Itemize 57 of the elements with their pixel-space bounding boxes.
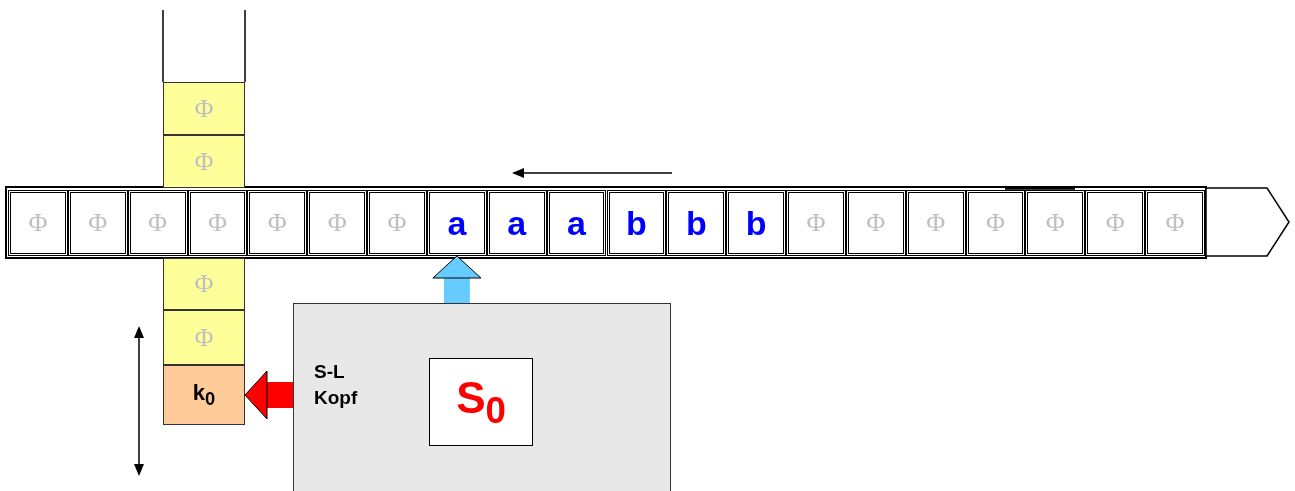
tape-symbol: Φ bbox=[387, 208, 407, 238]
tape-symbol: b bbox=[626, 203, 647, 243]
tape-symbol: Φ bbox=[88, 208, 108, 238]
tape-cell bbox=[965, 190, 1026, 256]
tape-cell bbox=[367, 190, 427, 256]
tape-symbol: Φ bbox=[1165, 208, 1185, 238]
tape-cell bbox=[786, 190, 846, 256]
stack-cell bbox=[163, 258, 245, 310]
tape-symbol: a bbox=[507, 203, 527, 243]
tape-symbol: a bbox=[447, 203, 467, 243]
stack-cell bbox=[163, 365, 245, 425]
arrow bbox=[432, 255, 482, 303]
tape-cell bbox=[426, 190, 487, 256]
tape-symbol: b bbox=[745, 203, 767, 243]
stack-symbol: k$_{0}$ bbox=[192, 379, 216, 411]
stack-cell bbox=[163, 82, 245, 135]
tape-cell bbox=[1085, 190, 1146, 256]
tape-symbol: Φ bbox=[267, 208, 287, 238]
tape-cell bbox=[187, 190, 248, 256]
tape-cell bbox=[1145, 190, 1205, 256]
head-label: S-L Kopf bbox=[314, 360, 359, 410]
tape-cell bbox=[1025, 190, 1086, 256]
tape-cell bbox=[8, 190, 68, 256]
tape-cell bbox=[666, 190, 727, 256]
state-label: S$_{0}$ bbox=[456, 372, 506, 432]
tape-cell bbox=[486, 190, 547, 256]
stack-symbol: Φ bbox=[194, 269, 214, 299]
tape-end bbox=[1205, 187, 1290, 257]
state-box bbox=[429, 358, 533, 446]
tape-symbol: b bbox=[685, 203, 707, 243]
tape-cell bbox=[606, 190, 667, 256]
stack-symbol: Φ bbox=[194, 322, 214, 353]
tape-symbol: Φ bbox=[207, 208, 227, 238]
tape-cell bbox=[546, 190, 607, 256]
tape-cell bbox=[247, 190, 308, 256]
tape-symbol: Φ bbox=[866, 208, 886, 238]
tape-symbol: a bbox=[567, 203, 586, 243]
tape-symbol: Φ bbox=[1105, 208, 1125, 238]
tape-cell bbox=[726, 190, 787, 256]
tape-cell bbox=[845, 190, 906, 256]
tape-symbol: Φ bbox=[806, 208, 826, 238]
tape-symbol: Φ bbox=[28, 208, 48, 238]
stack-cell bbox=[163, 135, 245, 188]
stack-symbol: Φ bbox=[194, 146, 214, 177]
stack-symbol: Φ bbox=[194, 93, 214, 124]
stack-cell bbox=[163, 310, 245, 365]
tape-symbol: Φ bbox=[327, 208, 347, 238]
tape-symbol: Φ bbox=[986, 208, 1005, 238]
tape-cell bbox=[905, 190, 966, 256]
tape-cell bbox=[127, 190, 188, 256]
tape-cell bbox=[67, 190, 128, 256]
tape-symbol: Φ bbox=[148, 208, 168, 238]
control-unit bbox=[293, 303, 671, 491]
tape-symbol: Φ bbox=[926, 208, 946, 238]
tape-symbol: Φ bbox=[1045, 208, 1065, 238]
arrow bbox=[244, 370, 293, 420]
tape-cell bbox=[307, 190, 368, 256]
